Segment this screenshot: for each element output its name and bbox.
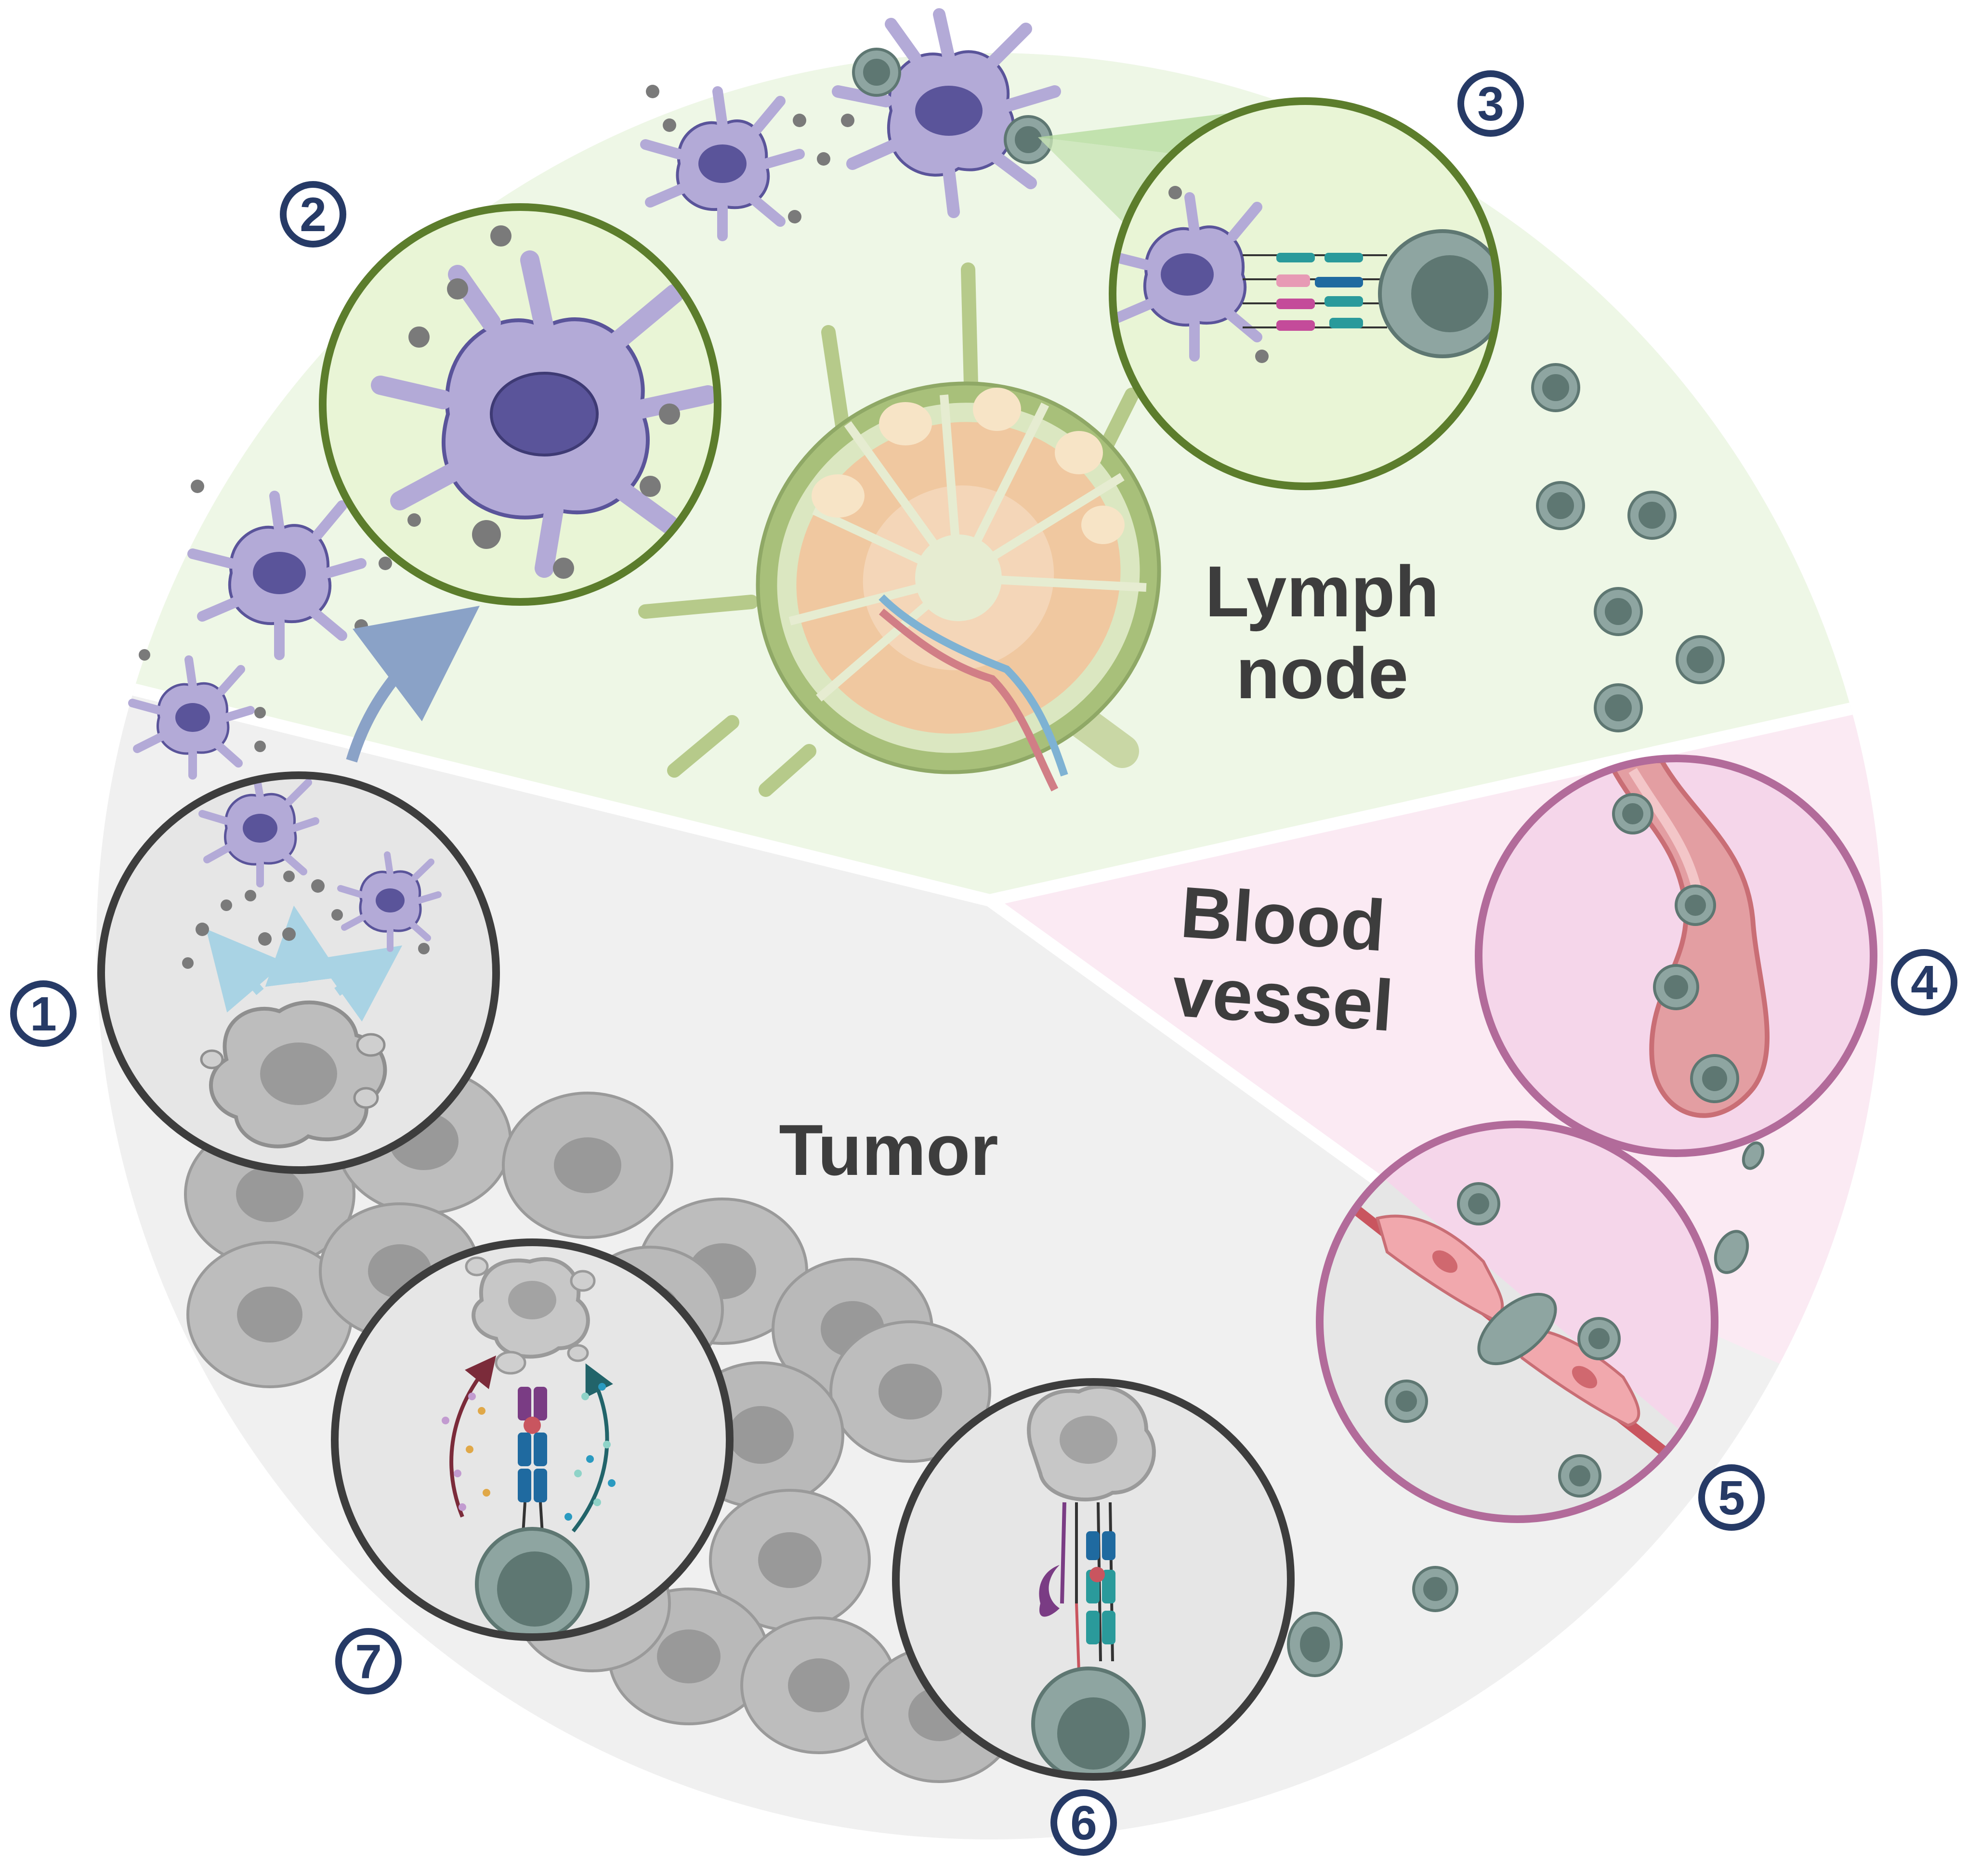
dendritic-cell <box>832 8 1061 218</box>
t-cell <box>852 48 901 97</box>
step-number-4: 4 <box>1911 956 1938 1010</box>
blood-vessel-label-line2: vessel <box>1170 950 1396 1046</box>
step-badge-1: 1 <box>10 980 77 1047</box>
inset-step-6 <box>892 1378 1295 1781</box>
step-number-7: 7 <box>355 1635 382 1689</box>
dendritic-cell <box>128 655 255 780</box>
tumor-cell <box>709 1489 871 1631</box>
inset-step-3 <box>1038 97 1502 490</box>
blood-vessel-label-line1: Blood <box>1178 872 1388 966</box>
lymph-node-label-line1: Lymph <box>1205 551 1439 632</box>
step-badge-6: 6 <box>1050 1789 1117 1856</box>
lymph-follicles <box>788 394 1147 702</box>
lymph-node-illustration <box>638 262 1161 797</box>
inset-step-1 <box>97 771 500 1174</box>
step-badge-4: 4 <box>1891 949 1957 1016</box>
t-cell <box>1676 635 1725 684</box>
t-cell <box>1536 481 1585 530</box>
inset-step-2 <box>319 203 721 606</box>
tumor-cell <box>186 1241 353 1388</box>
t-cell <box>1594 683 1643 732</box>
inset-step-7 <box>331 1238 734 1641</box>
step-number-2: 2 <box>300 188 327 242</box>
t-cell <box>1594 587 1643 636</box>
step-badge-5: 5 <box>1698 1464 1765 1531</box>
dendritic-cell <box>187 491 367 660</box>
t-cell <box>1714 1230 1749 1274</box>
tumor-cell <box>829 1320 991 1463</box>
inset-step-4 <box>1475 755 1877 1157</box>
tumor-cell <box>740 1616 897 1754</box>
t-cell <box>1742 1141 1765 1170</box>
t-cell <box>1531 363 1580 412</box>
step-badge-3: 3 <box>1457 70 1524 137</box>
dendritic-cell <box>640 86 805 241</box>
step-badge-7: 7 <box>335 1628 402 1694</box>
lymph-node-label-line2: node <box>1236 633 1408 714</box>
t-cells <box>852 48 1765 1677</box>
inset-step-5 <box>1316 1120 1718 1523</box>
tumor-cell <box>502 1092 673 1239</box>
step-number-5: 5 <box>1718 1471 1745 1525</box>
migration-arrow <box>346 605 480 763</box>
tumor-label: Tumor <box>779 1109 998 1190</box>
t-cell <box>1627 491 1677 540</box>
step-number-6: 6 <box>1070 1796 1097 1850</box>
t-cell <box>1412 1566 1458 1612</box>
step-number-1: 1 <box>30 987 57 1041</box>
step-badge-2: 2 <box>280 181 346 248</box>
t-cell <box>1287 1612 1343 1677</box>
antigen-particles <box>139 85 854 752</box>
step-number-3: 3 <box>1477 77 1504 131</box>
dendritic-cells <box>128 8 1061 780</box>
